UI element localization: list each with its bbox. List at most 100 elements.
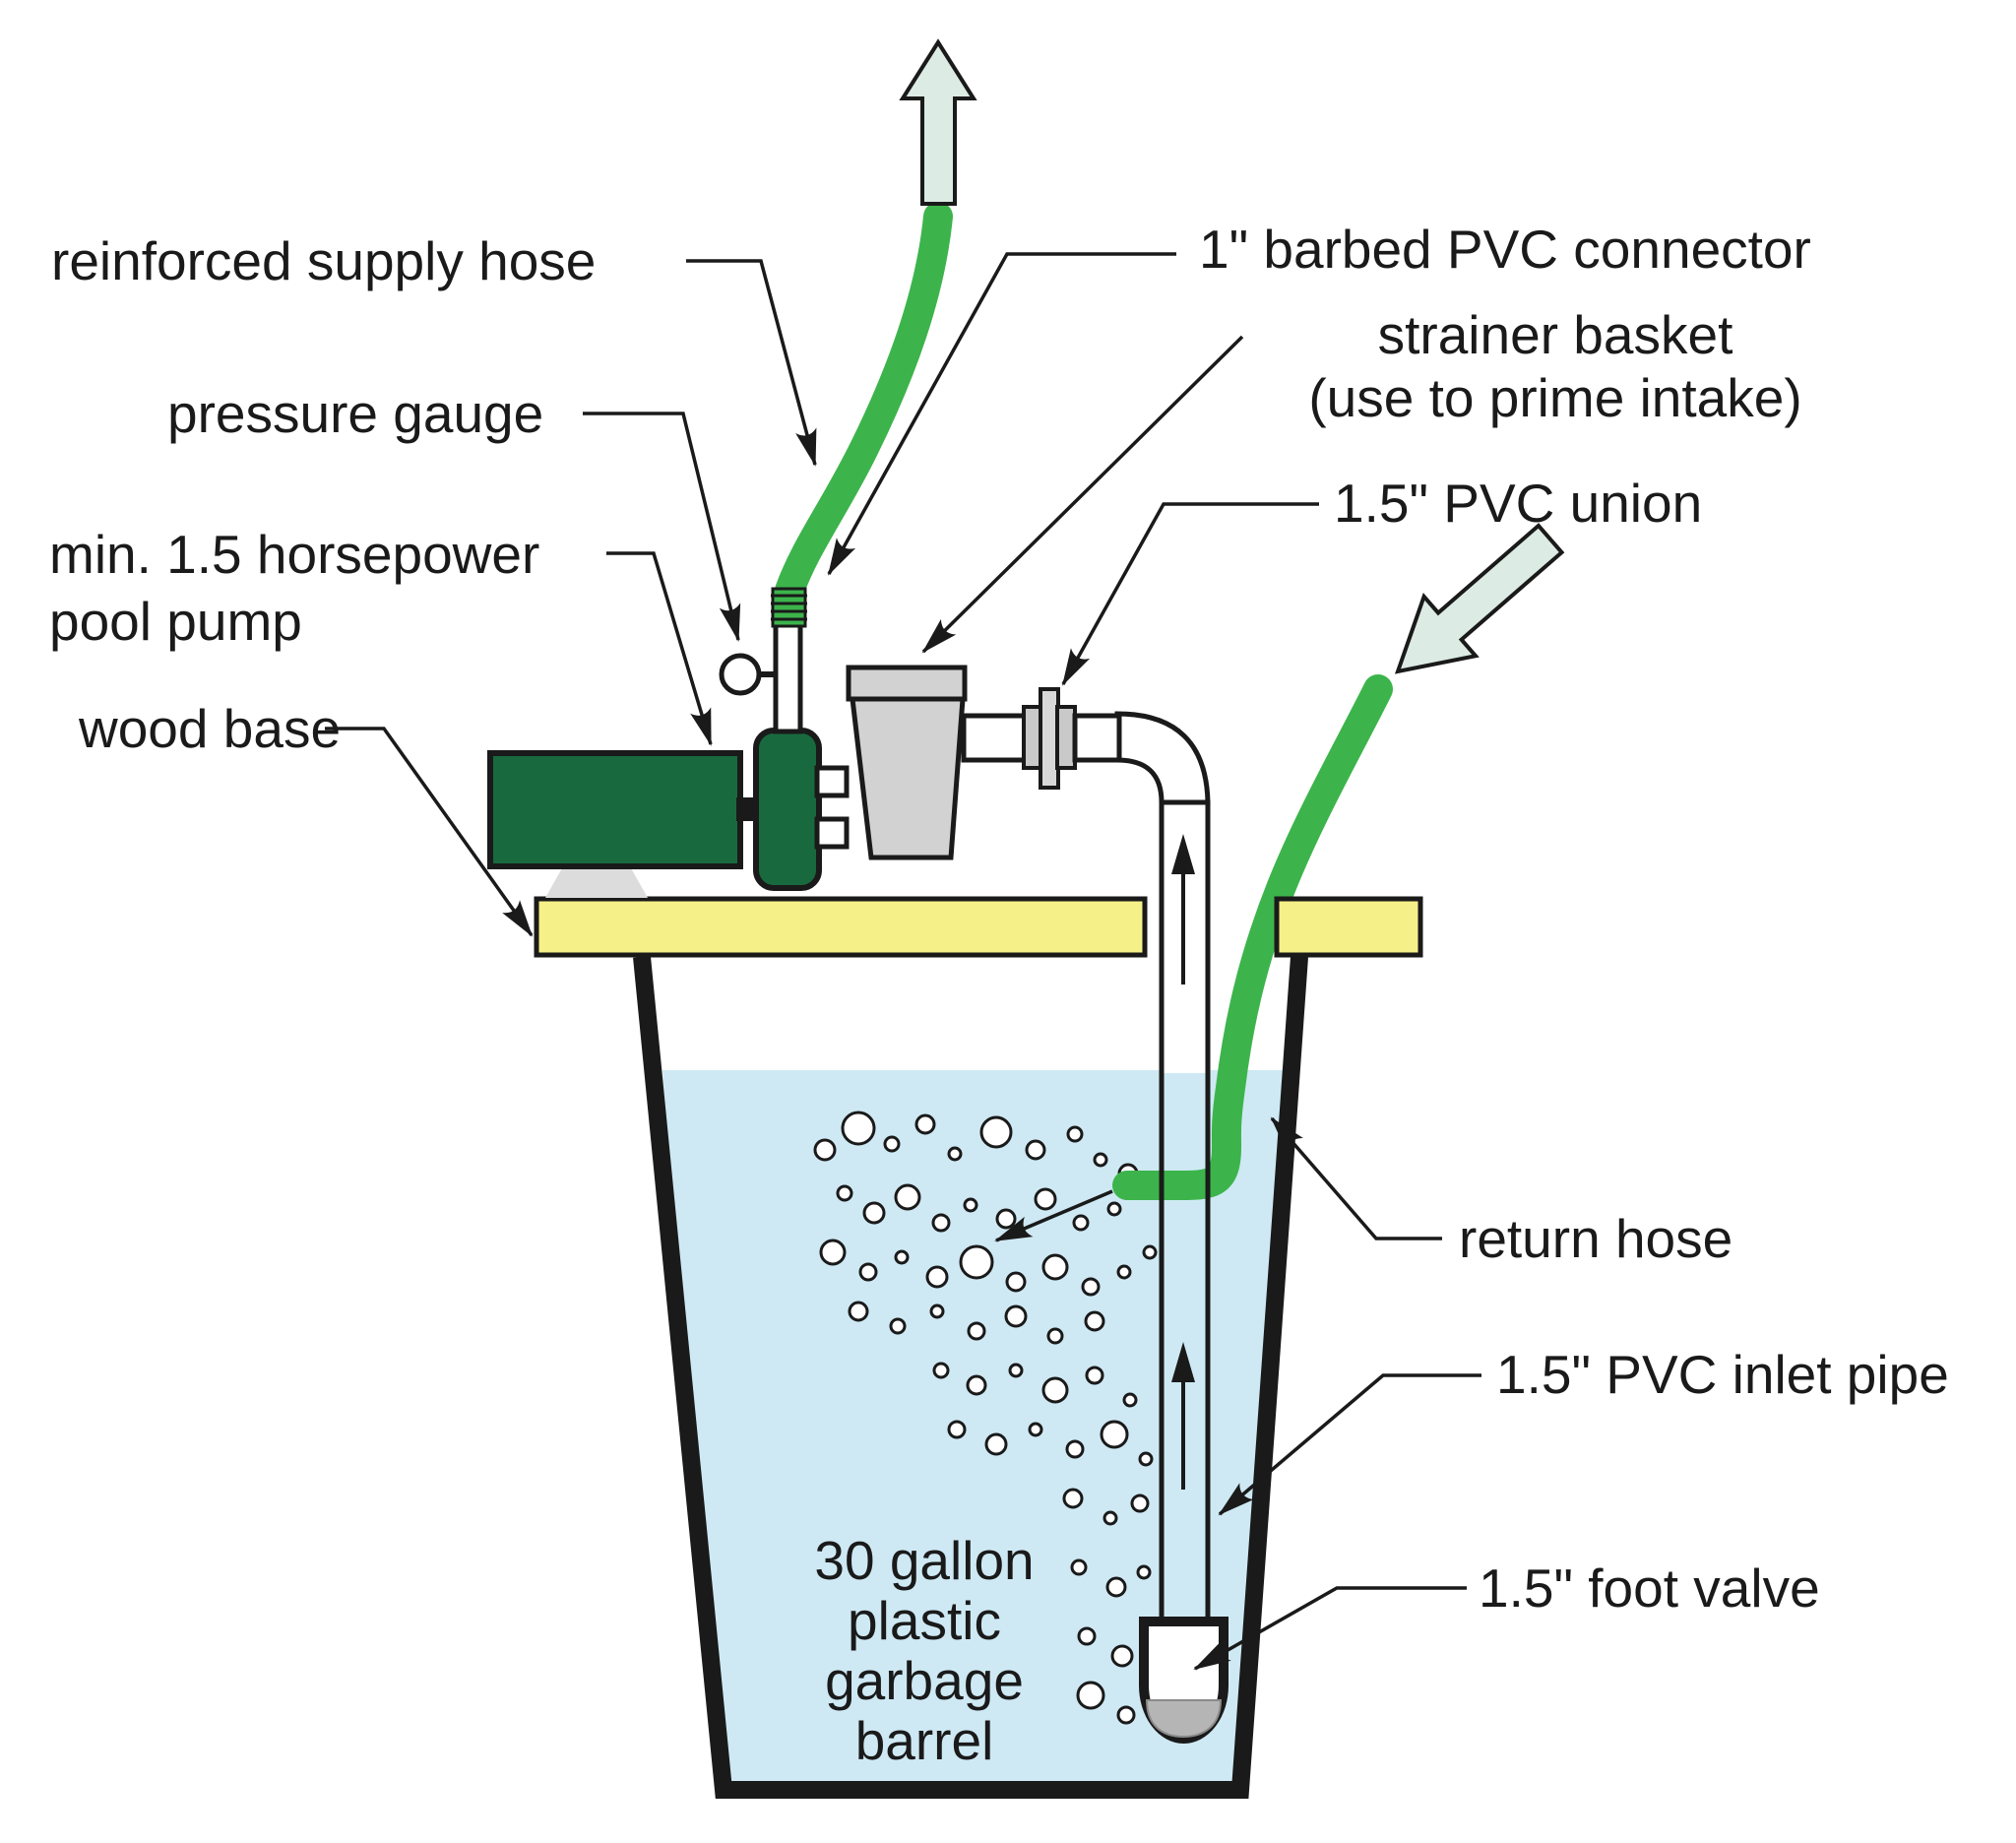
- label-pump-line1: min. 1.5 horsepower: [49, 524, 539, 585]
- bubble: [1116, 1264, 1132, 1280]
- label-barrel-line2: plastic: [848, 1590, 1001, 1651]
- return-hose: [1112, 674, 1393, 1200]
- bubble: [1041, 1253, 1069, 1281]
- pipe-elbow: [1114, 711, 1211, 805]
- motor-shaft: [736, 797, 758, 821]
- bubble: [894, 1249, 910, 1265]
- bubble: [1066, 1125, 1084, 1143]
- leader-pvc-union: [1061, 502, 1319, 686]
- strainer-basket-lid: [846, 665, 968, 702]
- bubble: [1110, 1644, 1134, 1668]
- bubble: [1070, 1558, 1088, 1576]
- motor-foot: [545, 866, 648, 898]
- bubble: [1081, 1277, 1101, 1297]
- hose-flow-arrow: [994, 1189, 1113, 1242]
- bubble: [959, 1244, 994, 1280]
- label-barrel-line4: barrel: [855, 1710, 994, 1771]
- bubble: [931, 1213, 951, 1233]
- bubble: [1034, 1187, 1057, 1211]
- pipe-union-to-elbow: [1072, 713, 1122, 763]
- label-pump-line2: pool pump: [49, 591, 302, 652]
- pump-outlet-stub-top: [814, 765, 850, 798]
- bubble: [1065, 1439, 1085, 1459]
- bubble: [1142, 1244, 1158, 1260]
- leader-foot-valve: [1193, 1586, 1467, 1671]
- bubble: [1085, 1366, 1104, 1385]
- bubble: [1028, 1422, 1043, 1437]
- pump-outlet-stub-bottom: [814, 816, 850, 850]
- bubble: [1138, 1451, 1154, 1467]
- label-foot-valve: 1.5" foot valve: [1479, 1557, 1820, 1619]
- bubble: [858, 1262, 878, 1282]
- label-return-hose: return hose: [1459, 1208, 1732, 1269]
- bubble: [925, 1265, 949, 1289]
- label-pvc-union: 1.5" PVC union: [1334, 473, 1702, 534]
- bubble: [1102, 1510, 1118, 1526]
- bubble: [1116, 1705, 1136, 1725]
- flow-arrow-up-1: [1171, 834, 1195, 985]
- pump-top-pipe: [773, 620, 803, 734]
- bubble: [979, 1115, 1013, 1149]
- wood-base-right: [1274, 896, 1423, 958]
- bubble: [883, 1135, 901, 1153]
- label-barrel-line3: garbage: [825, 1650, 1024, 1711]
- bubble: [813, 1138, 837, 1162]
- supply-hose: [775, 202, 953, 605]
- bubble: [894, 1183, 921, 1211]
- wood-base-left: [534, 896, 1148, 958]
- barbed-connector: [771, 587, 807, 628]
- pump-motor: [487, 750, 743, 869]
- strainer-basket-body: [850, 696, 966, 860]
- bubble: [1105, 1576, 1127, 1598]
- bubble: [1008, 1363, 1024, 1378]
- barrel-body: [633, 956, 1308, 1799]
- bubble: [995, 1208, 1017, 1230]
- leader-wood-base: [325, 727, 534, 937]
- label-barrel-line1: 30 gallon: [814, 1530, 1034, 1591]
- leader-barbed-connector: [827, 252, 1176, 576]
- bubble: [914, 1113, 936, 1135]
- label-wood-base: wood base: [78, 698, 341, 759]
- bubble: [1041, 1376, 1069, 1404]
- leader-strainer-basket: [921, 335, 1244, 654]
- bubble: [1004, 1304, 1028, 1328]
- label-inlet-pipe: 1.5" PVC inlet pipe: [1496, 1344, 1949, 1405]
- bubble: [1093, 1152, 1108, 1168]
- bubble: [947, 1146, 963, 1162]
- bubble: [889, 1317, 907, 1335]
- bubble: [1076, 1681, 1105, 1710]
- bubble: [1136, 1564, 1152, 1580]
- bubble: [963, 1197, 978, 1213]
- pump-housing: [753, 728, 822, 891]
- bubble: [1072, 1214, 1090, 1232]
- leader-pool-pump: [606, 551, 713, 746]
- leader-supply-hose: [686, 259, 817, 467]
- bubble: [984, 1432, 1008, 1456]
- leader-inlet-pipe: [1218, 1373, 1481, 1516]
- label-strainer-line2: (use to prime intake): [1308, 367, 1801, 428]
- water: [662, 1070, 1283, 1784]
- label-barbed-connector: 1" barbed PVC connector: [1199, 219, 1811, 280]
- bubble: [1025, 1139, 1046, 1161]
- bubble: [862, 1201, 886, 1225]
- inlet-arrow-icon: [1394, 523, 1565, 674]
- bubble: [967, 1321, 986, 1341]
- bubble: [947, 1420, 967, 1439]
- foot-valve-screen: [1145, 1699, 1223, 1739]
- label-strainer-line1: strainer basket: [1378, 304, 1733, 365]
- pipe-basket-to-union: [961, 713, 1028, 763]
- pressure-gauge: [719, 653, 762, 696]
- bubbles-group: [813, 1111, 1160, 1725]
- label-supply-hose: reinforced supply hose: [51, 230, 596, 291]
- leader-pressure-gauge: [583, 412, 741, 642]
- bubble: [819, 1239, 847, 1266]
- bubble: [966, 1374, 987, 1396]
- outlet-arrow-icon: [899, 38, 977, 206]
- bubble: [1100, 1420, 1129, 1449]
- pvc-union-right-flange: [1055, 705, 1077, 770]
- flow-arrow-up-2: [1171, 1342, 1195, 1490]
- bubble: [1106, 1201, 1122, 1217]
- bubble: [848, 1301, 869, 1322]
